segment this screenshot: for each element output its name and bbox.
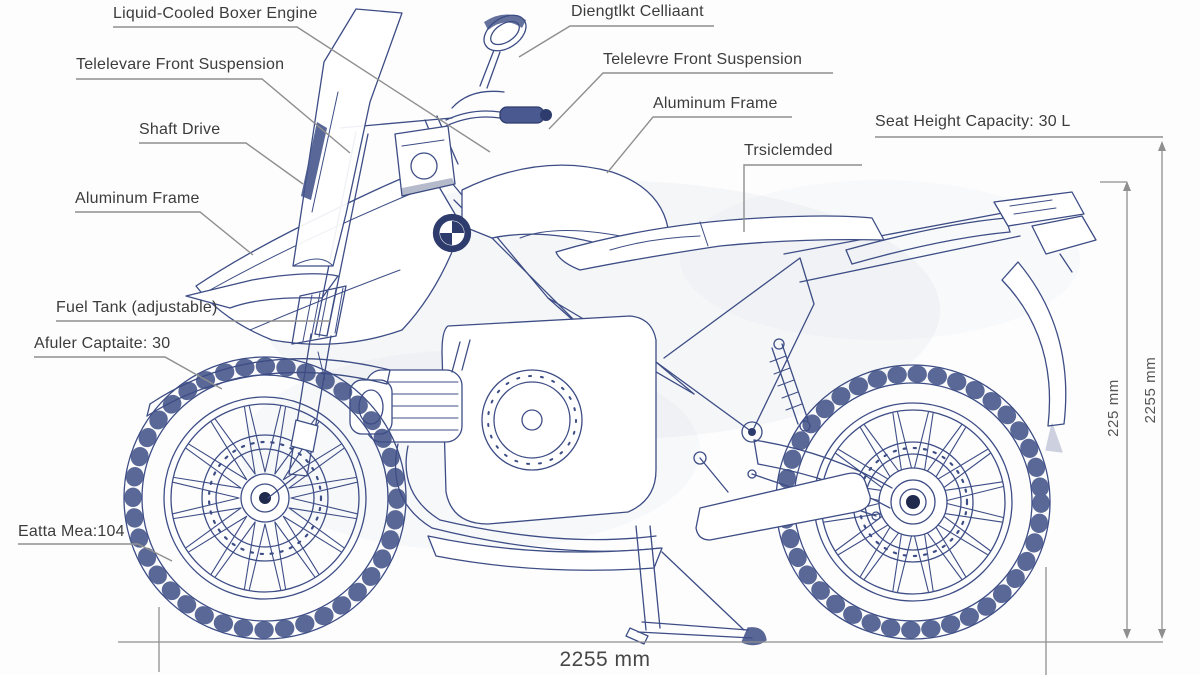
callout-liquid-cooled-engine: Liquid-Cooled Boxer Engine bbox=[113, 5, 318, 22]
callout-front-suspension-left: Telelevare Front Suspension bbox=[76, 56, 285, 73]
callout-front-suspension-right: Telelevre Front Suspension bbox=[603, 51, 803, 68]
dimension-overall-height: 2255 mm bbox=[1141, 356, 1159, 424]
front-fender bbox=[146, 351, 391, 417]
engine bbox=[349, 315, 657, 525]
front-spokes bbox=[172, 405, 358, 591]
callout-coolant-top: Diengtlkt Celliaant bbox=[571, 3, 704, 20]
dimension-suspension-travel: 225 mm bbox=[1104, 379, 1122, 437]
dimension-arrows bbox=[1123, 141, 1166, 639]
callout-aluminum-frame-left: Aluminum Frame bbox=[75, 190, 200, 207]
center-stand bbox=[625, 525, 767, 646]
mirror bbox=[479, 14, 527, 89]
callout-aluminum-frame-right: Aluminum Frame bbox=[653, 95, 778, 112]
callout-lines bbox=[18, 25, 1163, 562]
callout-shaft-drive: Shaft Drive bbox=[139, 121, 221, 138]
windscreen bbox=[292, 8, 403, 267]
bmw-roundel-icon bbox=[432, 213, 472, 253]
headlight bbox=[394, 125, 456, 197]
skid-plate bbox=[427, 535, 663, 571]
bodywork bbox=[185, 164, 885, 345]
callout-fuel-capacity: Afuler Captaite: 30 bbox=[34, 335, 171, 352]
rear-bodywork bbox=[783, 191, 1097, 453]
callout-fuel-tank: Fuel Tank (adjustable) bbox=[56, 299, 218, 316]
handlebar bbox=[445, 90, 552, 127]
dimension-lines bbox=[118, 143, 1163, 675]
callout-seat-height: Seat Height Capacity: 30 L bbox=[875, 113, 1071, 130]
dimension-overall-length: 2255 mm bbox=[559, 648, 651, 671]
callout-side-case: Trsiclemded bbox=[744, 142, 833, 159]
callout-tire-spec: Eatta Mea:104 bbox=[18, 523, 125, 540]
front-wheel bbox=[123, 356, 407, 640]
